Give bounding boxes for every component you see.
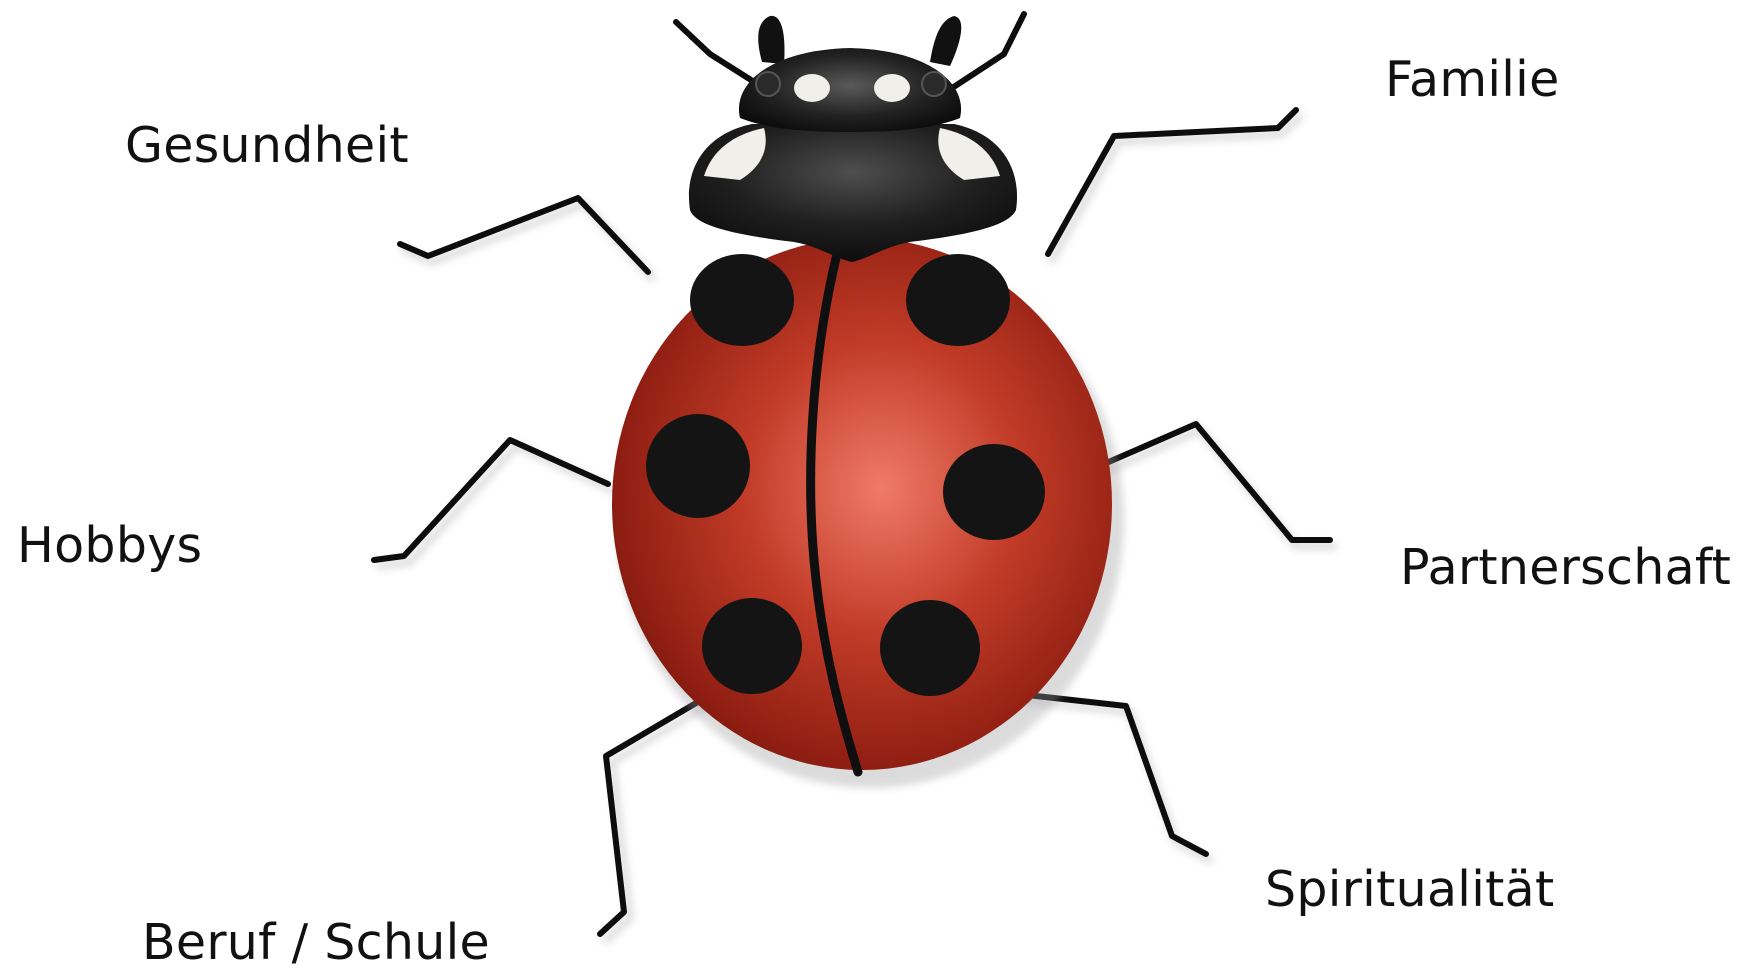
label-hobbys: Hobbys (17, 518, 202, 574)
label-gesundheit: Gesundheit (125, 118, 409, 174)
label-familie: Familie (1385, 52, 1560, 108)
spot (646, 414, 750, 518)
label-beruf-schule: Beruf / Schule (142, 915, 490, 971)
label-spiritualitaet: Spiritualität (1265, 862, 1554, 918)
eye-right (922, 72, 946, 96)
label-partnerschaft: Partnerschaft (1400, 540, 1731, 596)
leg-front-right (1048, 110, 1296, 254)
spot (880, 600, 980, 696)
leg-back-right (1018, 694, 1206, 854)
head-mark-right (874, 74, 910, 102)
leg-middle-right (1104, 424, 1330, 540)
leg-middle-left (374, 440, 608, 560)
spot (690, 254, 794, 346)
spot (943, 444, 1045, 540)
eye-left (756, 72, 780, 96)
head-mark-left (794, 74, 830, 102)
spot (702, 598, 802, 694)
spot (906, 254, 1010, 346)
